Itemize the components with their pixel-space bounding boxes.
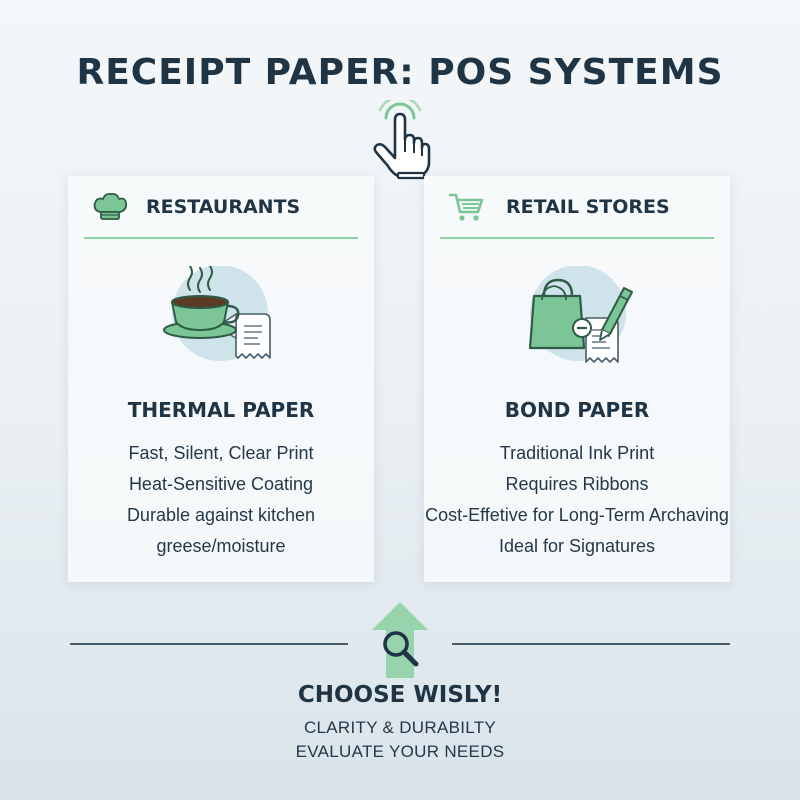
magnifier-arrow-icon xyxy=(372,602,428,678)
page-title: RECEIPT PAPER: POS SYSTEMS xyxy=(76,52,724,93)
paper-type-heading: THERMAL PAPER xyxy=(127,398,315,422)
card-header-label: RETAIL STORES xyxy=(506,196,670,218)
pointing-hand-icon xyxy=(373,100,431,180)
divider xyxy=(84,237,358,239)
footer-line-1: CLARITY & DURABILTY xyxy=(303,718,497,737)
chef-hat-icon xyxy=(93,192,128,220)
coffee-cup-receipt-icon xyxy=(163,266,271,361)
list-item: Cost-Effetive for Long-Term Archaving xyxy=(425,505,729,525)
restaurants-card: RESTAURANTS THERMAL PAPER Fast, Silent, … xyxy=(68,176,374,582)
list-item: Heat-Sensitive Coating xyxy=(128,474,314,494)
retail-stores-card: RETAIL STORES BOND PAPER Traditional Ink… xyxy=(424,176,730,582)
footer-line-2: EVALUATE YOUR NEEDS xyxy=(295,742,505,761)
list-item: greese/moisture xyxy=(156,536,286,556)
card-header: RESTAURANTS xyxy=(68,176,374,238)
card-header-label: RESTAURANTS xyxy=(146,196,301,218)
paper-type-heading: BOND PAPER xyxy=(504,398,650,422)
shopping-bag-receipt-icon xyxy=(528,266,633,363)
list-item: Fast, Silent, Clear Print xyxy=(128,443,314,463)
divider-left xyxy=(70,643,348,645)
card-header: RETAIL STORES xyxy=(424,176,730,238)
divider xyxy=(440,237,714,239)
feature-list: Fast, Silent, Clear Print Heat-Sensitive… xyxy=(58,438,384,562)
list-item: Requires Ribbons xyxy=(505,474,649,494)
list-item: Ideal for Signatures xyxy=(498,536,656,556)
list-item: Durable against kitchen xyxy=(126,505,316,525)
feature-list: Traditional Ink Print Requires Ribbons C… xyxy=(414,438,740,562)
shopping-cart-icon xyxy=(448,193,484,221)
divider-right xyxy=(452,643,730,645)
footer-headline: CHOOSE WISLY! xyxy=(297,682,503,708)
list-item: Traditional Ink Print xyxy=(499,443,655,463)
